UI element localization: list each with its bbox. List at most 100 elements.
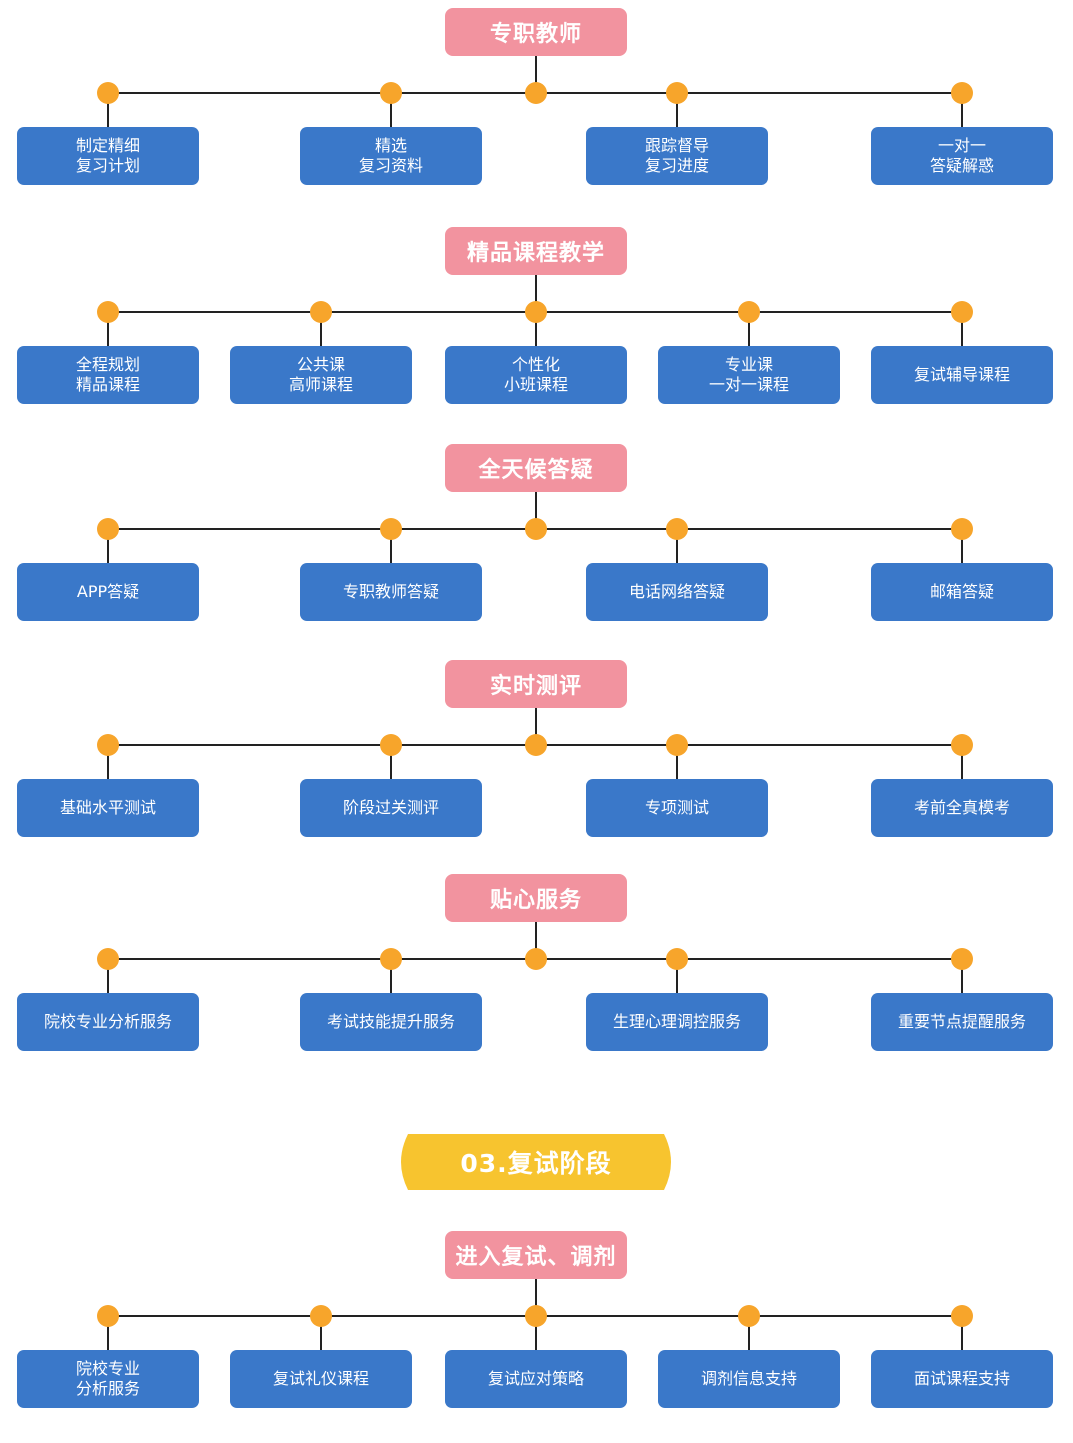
junction-dot: [525, 301, 547, 323]
service-item: 个性化 小班课程: [445, 346, 627, 404]
connector-line: [107, 959, 109, 993]
junction-dot: [666, 518, 688, 540]
junction-dot: [97, 518, 119, 540]
service-item: 精选 复习资料: [300, 127, 482, 185]
service-item-label: 重要节点提醒服务: [897, 1012, 1026, 1031]
service-item-label: 公共课 高师课程: [288, 355, 353, 394]
connector-line: [107, 1316, 109, 1350]
service-item-label: 跟踪督导 复习进度: [644, 136, 709, 175]
section-4: 基础水平测试 阶段过关测评 专项测试 考前全真模考 实时测评: [0, 660, 1073, 860]
service-item: 专项测试: [586, 779, 768, 837]
service-item-label: 专业课 一对一课程: [708, 355, 789, 394]
junction-dot: [525, 734, 547, 756]
service-item-label: APP答疑: [76, 582, 140, 601]
service-item-label: 生理心理调控服务: [612, 1012, 741, 1031]
service-item: 专职教师答疑: [300, 563, 482, 621]
connector-line: [676, 529, 678, 563]
junction-dot: [666, 734, 688, 756]
junction-dot: [951, 301, 973, 323]
service-item-label: 电话网络答疑: [628, 582, 725, 601]
junction-dot: [310, 1305, 332, 1327]
banner-shape: [401, 1134, 671, 1190]
connector-line: [748, 312, 750, 346]
service-item: 全程规划 精品课程: [17, 346, 199, 404]
connector-line: [961, 745, 963, 779]
connector-line: [961, 312, 963, 346]
connector-line: [107, 745, 109, 779]
service-item-label: 调剂信息支持: [700, 1369, 797, 1388]
junction-dot: [97, 301, 119, 323]
junction-dot: [738, 301, 760, 323]
junction-dot: [951, 1305, 973, 1327]
service-item: 基础水平测试: [17, 779, 199, 837]
service-item-label: 院校专业 分析服务: [75, 1359, 140, 1398]
section-title: 全天候答疑: [445, 444, 627, 492]
junction-dot: [380, 82, 402, 104]
service-item: 复试辅导课程: [871, 346, 1053, 404]
connector-line: [320, 312, 322, 346]
junction-dot: [666, 82, 688, 104]
service-item: 跟踪督导 复习进度: [586, 127, 768, 185]
connector-line: [676, 959, 678, 993]
connector-line: [676, 93, 678, 127]
service-item-label: 复试辅导课程: [913, 365, 1010, 384]
connector-line: [961, 529, 963, 563]
junction-dot: [525, 518, 547, 540]
junction-dot: [666, 948, 688, 970]
service-item-label: 个性化 小班课程: [503, 355, 568, 394]
connector-line: [107, 529, 109, 563]
service-item: 复试应对策略: [445, 1350, 627, 1408]
service-item: 考试技能提升服务: [300, 993, 482, 1051]
service-item: 制定精细 复习计划: [17, 127, 199, 185]
service-item-label: 一对一 答疑解惑: [929, 136, 994, 175]
section-title: 实时测评: [445, 660, 627, 708]
connector-line: [676, 745, 678, 779]
service-item-label: 面试课程支持: [913, 1369, 1010, 1388]
service-item-label: 考前全真模考: [913, 798, 1010, 817]
section-1: 制定精细 复习计划 精选 复习资料 跟踪督导 复习进度 一对一 答疑解惑 专职教师: [0, 8, 1073, 208]
service-item-label: 专职教师答疑: [342, 582, 439, 601]
section-2: 全程规划 精品课程 公共课 高师课程 个性化 小班课程 专业课 一对一课程 复试辅导课程…: [0, 227, 1073, 427]
connector-line: [390, 745, 392, 779]
connector-line: [390, 529, 392, 563]
service-item: 重要节点提醒服务: [871, 993, 1053, 1051]
service-item-label: 邮箱答疑: [929, 582, 994, 601]
service-item: 院校专业 分析服务: [17, 1350, 199, 1408]
connector-line: [535, 56, 537, 92]
service-item-label: 阶段过关测评: [342, 798, 439, 817]
connector-line: [390, 959, 392, 993]
connector-line: [961, 959, 963, 993]
junction-dot: [97, 82, 119, 104]
section-final: 院校专业 分析服务复试礼仪课程复试应对策略调剂信息支持面试课程支持进入复试、调剂: [0, 1231, 1073, 1431]
section-3: APP答疑 专职教师答疑 电话网络答疑 邮箱答疑 全天候答疑: [0, 444, 1073, 644]
section-title: 专职教师: [445, 8, 627, 56]
service-item: 考前全真模考: [871, 779, 1053, 837]
service-item: 专业课 一对一课程: [658, 346, 840, 404]
service-item-label: 专项测试: [644, 798, 709, 817]
junction-dot: [380, 948, 402, 970]
service-item: 一对一 答疑解惑: [871, 127, 1053, 185]
section-5: 院校专业分析服务考试技能提升服务生理心理调控服务重要节点提醒服务贴心服务: [0, 874, 1073, 1074]
section-title: 进入复试、调剂: [445, 1231, 627, 1279]
junction-dot: [380, 518, 402, 540]
junction-dot: [97, 948, 119, 970]
connector-line: [535, 708, 537, 744]
section-title: 精品课程教学: [445, 227, 627, 275]
connector-line: [107, 93, 109, 127]
connector-line: [535, 275, 537, 311]
service-item: APP答疑: [17, 563, 199, 621]
connector-line: [961, 1316, 963, 1350]
junction-dot: [951, 734, 973, 756]
connector-line: [107, 312, 109, 346]
connector-line: [320, 1316, 322, 1350]
connector-line: [390, 93, 392, 127]
junction-dot: [525, 82, 547, 104]
service-item-label: 复试应对策略: [487, 1369, 584, 1388]
service-item: 公共课 高师课程: [230, 346, 412, 404]
service-item: 阶段过关测评: [300, 779, 482, 837]
junction-dot: [525, 948, 547, 970]
junction-dot: [97, 734, 119, 756]
junction-dot: [951, 948, 973, 970]
connector-line: [535, 312, 537, 346]
service-item-label: 院校专业分析服务: [43, 1012, 172, 1031]
